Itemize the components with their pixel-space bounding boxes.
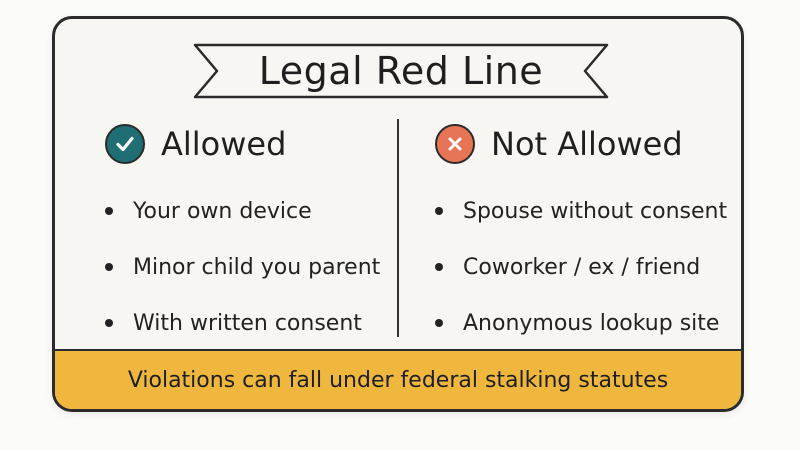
allowed-item-text: With written consent [133,310,362,336]
list-item: Spouse without consent [435,183,735,239]
title-banner: Legal Red Line [189,39,613,103]
not-allowed-column: Not Allowed Spouse without consent Cowor… [435,119,735,351]
allowed-heading: Allowed [161,125,287,163]
check-icon [105,124,145,164]
column-divider [397,119,399,337]
list-item: Minor child you parent [105,239,385,295]
not-allowed-header: Not Allowed [435,119,735,169]
bullet-dot [105,319,113,327]
allowed-list: Your own device Minor child you parent W… [105,183,385,351]
not-allowed-item-text: Coworker / ex / friend [463,254,701,280]
allowed-item-text: Your own device [133,198,312,224]
not-allowed-item-text: Anonymous lookup site [463,310,720,336]
not-allowed-list: Spouse without consent Coworker / ex / f… [435,183,735,351]
allowed-header: Allowed [105,119,385,169]
x-icon [435,124,475,164]
bullet-dot [435,263,443,271]
list-item: Coworker / ex / friend [435,239,735,295]
bullet-dot [105,263,113,271]
allowed-column: Allowed Your own device Minor child you … [105,119,385,351]
legal-red-line-card: Legal Red Line Allowed Your own device M… [52,16,744,412]
allowed-item-text: Minor child you parent [133,254,381,280]
warning-footer: Violations can fall under federal stalki… [55,349,741,409]
not-allowed-heading: Not Allowed [491,125,683,163]
bullet-dot [435,207,443,215]
list-item: With written consent [105,295,385,351]
ribbon-shape [193,43,609,99]
bullet-dot [435,319,443,327]
list-item: Your own device [105,183,385,239]
page-title: Legal Red Line [258,49,544,93]
bullet-dot [105,207,113,215]
footer-text: Violations can fall under federal stalki… [127,367,669,393]
list-item: Anonymous lookup site [435,295,735,351]
not-allowed-item-text: Spouse without consent [463,198,728,224]
